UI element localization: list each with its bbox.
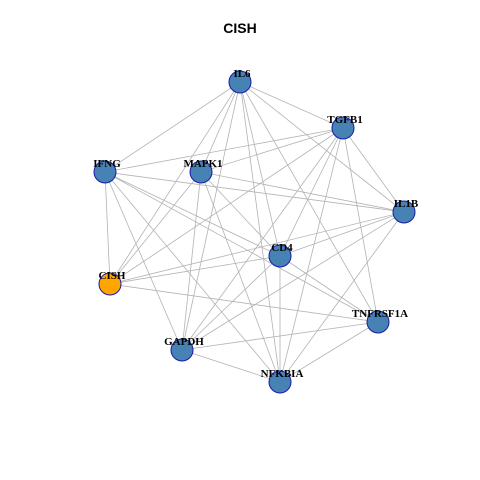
- edge-tnfrsf1a-nfkbia: [279, 321, 379, 383]
- edge-il6-il1b: [239, 81, 405, 213]
- edge-mapk1-gapdh: [181, 171, 202, 351]
- node-label-nfkbia: NFKBIA: [261, 368, 304, 380]
- edge-cish-tnfrsf1a: [109, 283, 379, 323]
- edge-tgfb1-cish: [109, 127, 344, 285]
- node-tgfb1[interactable]: [331, 116, 355, 140]
- edge-tgfb1-ifng: [104, 127, 344, 173]
- node-il6[interactable]: [228, 70, 252, 94]
- node-ifng[interactable]: [93, 160, 117, 184]
- node-label-tgfb1: TGFB1: [327, 114, 362, 126]
- edge-ifng-cd4: [104, 171, 281, 257]
- node-label-il1b: IL1B: [394, 198, 419, 210]
- figure-title: CISH: [223, 20, 257, 36]
- edge-cd4-cish: [109, 255, 281, 285]
- edge-ifng-tnfrsf1a: [104, 171, 379, 323]
- edge-tnfrsf1a-gapdh: [181, 321, 379, 351]
- node-label-cish: CISH: [99, 270, 126, 282]
- node-cd4[interactable]: [268, 244, 292, 268]
- node-cish[interactable]: [98, 272, 122, 296]
- node-label-il6: IL6: [233, 68, 251, 80]
- edge-cd4-tnfrsf1a: [279, 255, 379, 323]
- node-mapk1[interactable]: [189, 160, 213, 184]
- node-nfkbia[interactable]: [268, 370, 292, 394]
- node-gapdh[interactable]: [170, 338, 194, 362]
- edge-layer: [104, 81, 405, 383]
- edge-mapk1-il1b: [200, 171, 405, 213]
- edge-il6-cd4: [239, 81, 281, 257]
- edge-cd4-gapdh: [181, 255, 281, 351]
- node-layer: [93, 70, 416, 394]
- edge-il6-tgfb1: [239, 81, 344, 129]
- edge-il1b-nfkbia: [279, 211, 405, 383]
- node-label-gapdh: GAPDH: [164, 336, 204, 348]
- node-label-tnfrsf1a: TNFRSF1A: [352, 308, 408, 320]
- edge-mapk1-nfkbia: [200, 171, 281, 383]
- edge-il1b-cd4: [279, 211, 405, 257]
- edge-il6-tnfrsf1a: [239, 81, 379, 323]
- node-label-mapk1: MAPK1: [183, 158, 222, 170]
- edge-il1b-gapdh: [181, 211, 405, 351]
- node-label-ifng: IFNG: [93, 158, 121, 170]
- node-tnfrsf1a[interactable]: [366, 310, 390, 334]
- edge-mapk1-cish: [109, 171, 202, 285]
- edge-tgfb1-mapk1: [200, 127, 344, 173]
- edge-tgfb1-cd4: [279, 127, 344, 257]
- node-il1b[interactable]: [392, 200, 416, 224]
- node-label-cd4: CD4: [271, 242, 293, 254]
- edge-tgfb1-tnfrsf1a: [342, 127, 379, 323]
- edge-tgfb1-nfkbia: [279, 127, 344, 383]
- edge-tgfb1-gapdh: [181, 127, 344, 351]
- edge-ifng-il1b: [104, 171, 405, 213]
- edge-ifng-cish: [104, 171, 111, 285]
- edge-il6-mapk1: [200, 81, 241, 173]
- edge-il1b-cish: [109, 211, 405, 285]
- edge-gapdh-nfkbia: [181, 349, 281, 383]
- edge-il6-ifng: [104, 81, 241, 173]
- edge-mapk1-cd4: [200, 171, 281, 257]
- edge-ifng-gapdh: [104, 171, 183, 351]
- edge-ifng-nfkbia: [104, 171, 281, 383]
- edge-il6-cish: [109, 81, 241, 285]
- edge-tgfb1-il1b: [342, 127, 405, 213]
- edge-il6-nfkbia: [239, 81, 281, 383]
